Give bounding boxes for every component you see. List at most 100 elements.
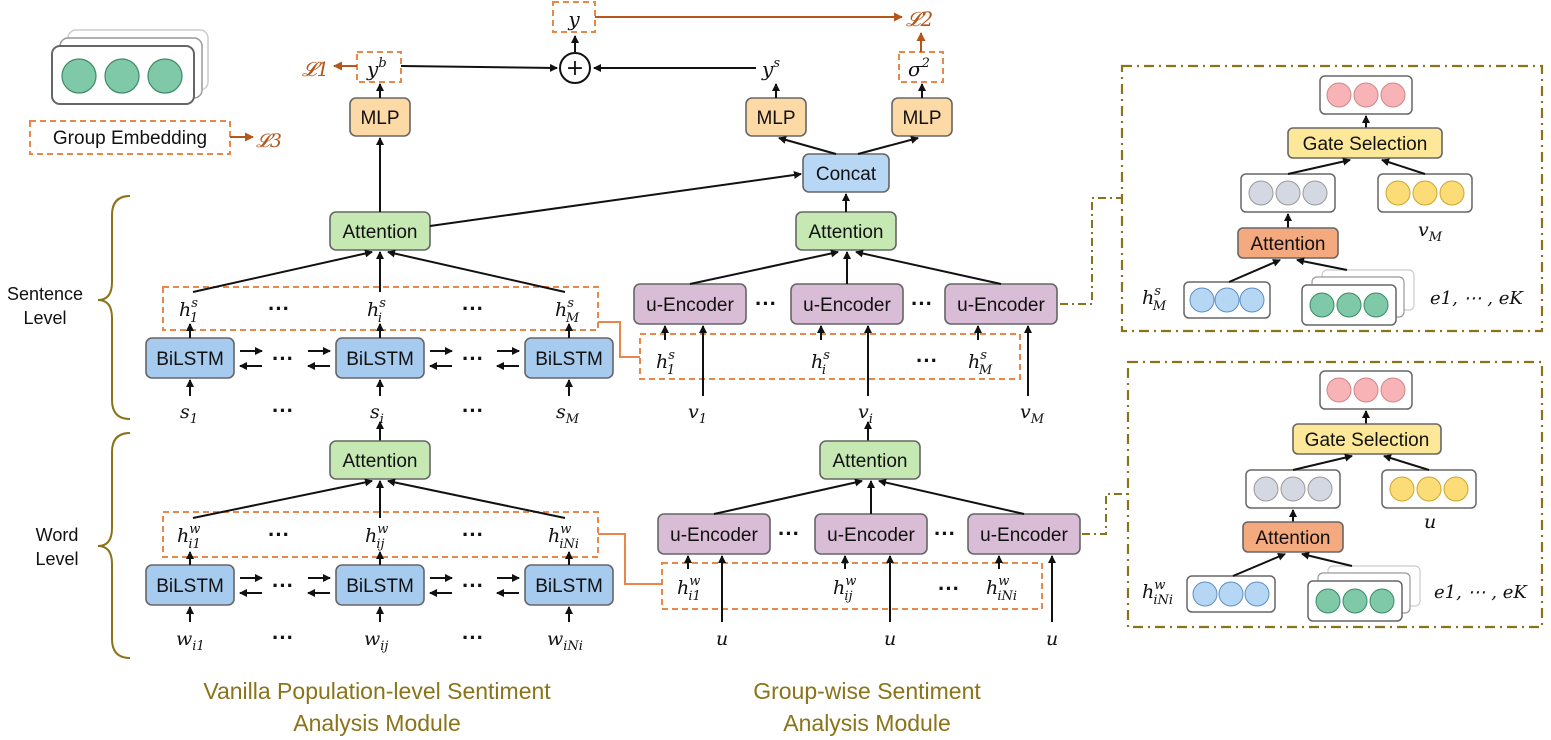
w-i1: wi1 bbox=[176, 628, 205, 654]
u-encoder-sentence-1: u-Encoder bbox=[633, 283, 747, 325]
v-i: vi bbox=[858, 401, 873, 427]
word-level-label-2: Level bbox=[35, 549, 78, 569]
svg-text:u-Encoder: u-Encoder bbox=[670, 525, 758, 546]
svg-text:MLP: MLP bbox=[360, 108, 399, 129]
ellipsis: ··· bbox=[911, 291, 933, 316]
word-connector bbox=[598, 533, 662, 585]
mlp-mid: MLP bbox=[745, 97, 807, 137]
word-level-label-1: Word bbox=[36, 525, 79, 545]
svg-text:MLP: MLP bbox=[902, 108, 941, 129]
gate-selection-2: Gate Selection bbox=[1292, 423, 1442, 455]
u-encoder-word-j: u-Encoder bbox=[814, 513, 928, 555]
group-embedding-box bbox=[29, 120, 231, 155]
plus-symbol: + bbox=[566, 56, 584, 81]
detail-panel-sentence bbox=[1120, 64, 1544, 333]
yb-symbol: yb bbox=[366, 56, 387, 81]
ellipsis: ··· bbox=[272, 573, 294, 598]
w-ij: wij bbox=[364, 628, 388, 654]
svg-text:Attention: Attention bbox=[1251, 234, 1326, 255]
detail-connector-2 bbox=[1082, 493, 1128, 535]
ellipsis: ··· bbox=[462, 398, 484, 423]
v-M-detail: vM bbox=[1418, 219, 1443, 245]
u-input-3: u bbox=[1046, 628, 1058, 650]
svg-text:u-Encoder: u-Encoder bbox=[827, 525, 915, 546]
svg-text:BiLSTM: BiLSTM bbox=[535, 576, 603, 597]
s-1: s1 bbox=[180, 401, 198, 427]
u-encoder-word-1: u-Encoder bbox=[657, 513, 771, 555]
svg-text:Gate Selection: Gate Selection bbox=[1305, 430, 1430, 451]
u-input-2: u bbox=[884, 628, 896, 650]
detail-panel-word bbox=[1126, 360, 1544, 629]
gate-selection-1: Gate Selection bbox=[1287, 127, 1443, 159]
attention-word-left: Attention bbox=[329, 440, 431, 480]
ellipsis: ··· bbox=[272, 346, 294, 371]
svg-text:BiLSTM: BiLSTM bbox=[535, 349, 603, 370]
group-embedding-stack bbox=[51, 29, 209, 105]
word-brace bbox=[97, 432, 131, 659]
u-input-1: u bbox=[716, 628, 728, 650]
ellipsis: ··· bbox=[778, 521, 800, 546]
ellipsis: ··· bbox=[462, 573, 484, 598]
sentence-level-label-1: Sentence bbox=[7, 284, 83, 304]
detail-connector-1 bbox=[1060, 197, 1122, 305]
v-1: v1 bbox=[688, 401, 707, 427]
u-encoder-sentence-i: u-Encoder bbox=[790, 283, 904, 325]
svg-text:Attention: Attention bbox=[343, 451, 418, 472]
ellipsis: ··· bbox=[462, 625, 484, 650]
ellipsis: ··· bbox=[462, 346, 484, 371]
caption-left-1: Vanilla Population-level Sentiment bbox=[203, 678, 551, 704]
svg-text:Attention: Attention bbox=[833, 451, 908, 472]
bilstm-sentence-M: BiLSTM bbox=[524, 337, 614, 379]
ellipsis: ··· bbox=[272, 398, 294, 423]
u-encoder-sentence-M: u-Encoder bbox=[944, 283, 1058, 325]
ellipsis: ··· bbox=[938, 576, 960, 601]
ellipsis: ··· bbox=[462, 522, 484, 547]
loss-l2: 𝓛2 bbox=[906, 7, 933, 31]
svg-text:BiLSTM: BiLSTM bbox=[346, 576, 414, 597]
svg-text:BiLSTM: BiLSTM bbox=[156, 576, 224, 597]
y-box bbox=[552, 1, 596, 33]
group-embeddings-list-2: e1, ⋯ , eK bbox=[1434, 582, 1528, 603]
caption-right-2: Analysis Module bbox=[783, 710, 950, 736]
bilstm-sentence-i: BiLSTM bbox=[335, 337, 425, 379]
w-iNi: wiNi bbox=[547, 628, 583, 654]
svg-text:Attention: Attention bbox=[1256, 528, 1331, 549]
sentence-hidden-box-2 bbox=[639, 333, 1021, 380]
svg-text:u-Encoder: u-Encoder bbox=[957, 295, 1045, 316]
s-i: si bbox=[370, 401, 384, 427]
svg-text:BiLSTM: BiLSTM bbox=[156, 349, 224, 370]
svg-text:Concat: Concat bbox=[816, 164, 877, 185]
loss-l3: 𝓛3 bbox=[256, 130, 282, 152]
bilstm-word-j: BiLSTM bbox=[335, 564, 425, 606]
ellipsis: ··· bbox=[462, 296, 484, 321]
bilstm-sentence-1: BiLSTM bbox=[145, 337, 235, 379]
bilstm-word-N: BiLSTM bbox=[524, 564, 614, 606]
caption-left-2: Analysis Module bbox=[293, 710, 460, 736]
u-encoder-word-N: u-Encoder bbox=[967, 513, 1081, 555]
svg-text:Gate Selection: Gate Selection bbox=[1303, 134, 1428, 155]
svg-text:MLP: MLP bbox=[756, 108, 795, 129]
attention-sentence-right: Attention bbox=[795, 211, 897, 251]
ellipsis: ··· bbox=[755, 291, 777, 316]
svg-text:u-Encoder: u-Encoder bbox=[803, 295, 891, 316]
sum-node bbox=[559, 52, 591, 84]
svg-text:u-Encoder: u-Encoder bbox=[646, 295, 734, 316]
attention-sentence-left: Attention bbox=[329, 211, 431, 251]
ellipsis: ··· bbox=[268, 296, 290, 321]
svg-text:BiLSTM: BiLSTM bbox=[346, 349, 414, 370]
svg-text:Attention: Attention bbox=[343, 222, 418, 243]
loss-l1: 𝓛1 bbox=[302, 57, 329, 81]
